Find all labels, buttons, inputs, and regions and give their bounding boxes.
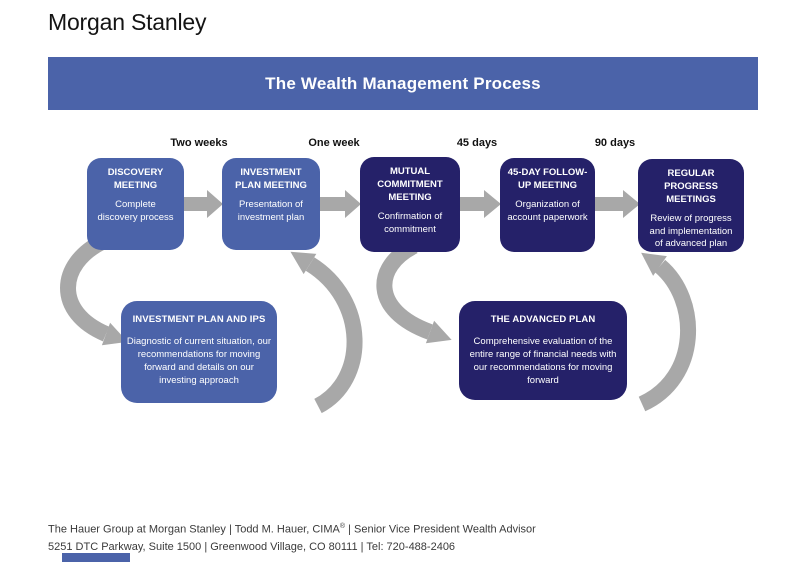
arrow-plan-meeting-to-commitment (319, 190, 361, 218)
step-title: 45-DAY FOLLOW-UP MEETING (507, 167, 588, 191)
step-box-regular-progress-meetings: REGULAR PROGRESS MEETINGS Review of prog… (638, 159, 744, 252)
step-description: Confirmation of commitment (377, 211, 443, 235)
footer-line1-title: | Senior Vice President Wealth Advisor (345, 523, 536, 536)
step-box-investment-plan-meeting: INVESTMENT PLAN MEETING Presentation of … (222, 158, 320, 250)
footer: The Hauer Group at Morgan Stanley | Todd… (48, 518, 536, 556)
step-description: Complete discovery process (97, 199, 174, 223)
cropped-blue-bar (62, 553, 130, 562)
morgan-stanley-logo: Morgan Stanley (48, 9, 207, 35)
step-box-45-day-followup-meeting: 45-DAY FOLLOW-UP MEETING Organization of… (500, 158, 595, 252)
arrow-followup-to-progress (594, 190, 640, 218)
step-title: DISCOVERY MEETING (107, 167, 164, 191)
step-description: Presentation of investment plan (237, 199, 305, 223)
detail-box-the-advanced-plan: THE ADVANCED PLAN Comprehensive evaluati… (459, 301, 627, 400)
footer-line1-text: The Hauer Group at Morgan Stanley | Todd… (48, 523, 340, 536)
detail-title: INVESTMENT PLAN AND IPS (132, 314, 266, 325)
arrow-commitment-to-followup (459, 190, 501, 218)
detail-description: Comprehensive evaluation of the entire r… (469, 336, 617, 386)
step-title: INVESTMENT PLAN MEETING (235, 167, 307, 191)
step-box-mutual-commitment-meeting: MUTUAL COMMITMENT MEETING Confirmation o… (360, 157, 460, 252)
detail-title: THE ADVANCED PLAN (490, 314, 596, 325)
step-title: MUTUAL COMMITMENT MEETING (377, 166, 443, 203)
step-box-discovery-meeting: DISCOVERY MEETING Complete discovery pro… (87, 158, 184, 250)
step-description: Review of progress and implementation of… (649, 213, 733, 249)
step-title: REGULAR PROGRESS MEETINGS (664, 168, 718, 205)
curved-arrow-advanced-plan-to-progress (638, 252, 696, 412)
footer-line2: 5251 DTC Parkway, Suite 1500 | Greenwood… (48, 540, 456, 553)
detail-description: Diagnostic of current situation, our rec… (126, 336, 272, 386)
title-banner: The Wealth Management Process (48, 57, 758, 110)
curved-arrow-ips-to-plan-meeting (290, 251, 363, 414)
interval-label-45-days: 45 days (456, 137, 498, 149)
footer-line1: The Hauer Group at Morgan Stanley | Todd… (48, 518, 536, 539)
page-title: The Wealth Management Process (265, 74, 541, 93)
interval-label-one-week: One week (308, 137, 360, 149)
interval-label-two-weeks: Two weeks (170, 137, 228, 149)
interval-label-90-days: 90 days (594, 137, 636, 149)
step-description: Organization of account paperwork (507, 199, 588, 223)
detail-box-investment-plan-and-ips: INVESTMENT PLAN AND IPS Diagnostic of cu… (121, 301, 277, 403)
arrow-discovery-to-plan-meeting (184, 190, 223, 218)
curved-arrow-commitment-to-advanced-plan (376, 238, 452, 344)
registered-mark: ® (339, 523, 346, 530)
